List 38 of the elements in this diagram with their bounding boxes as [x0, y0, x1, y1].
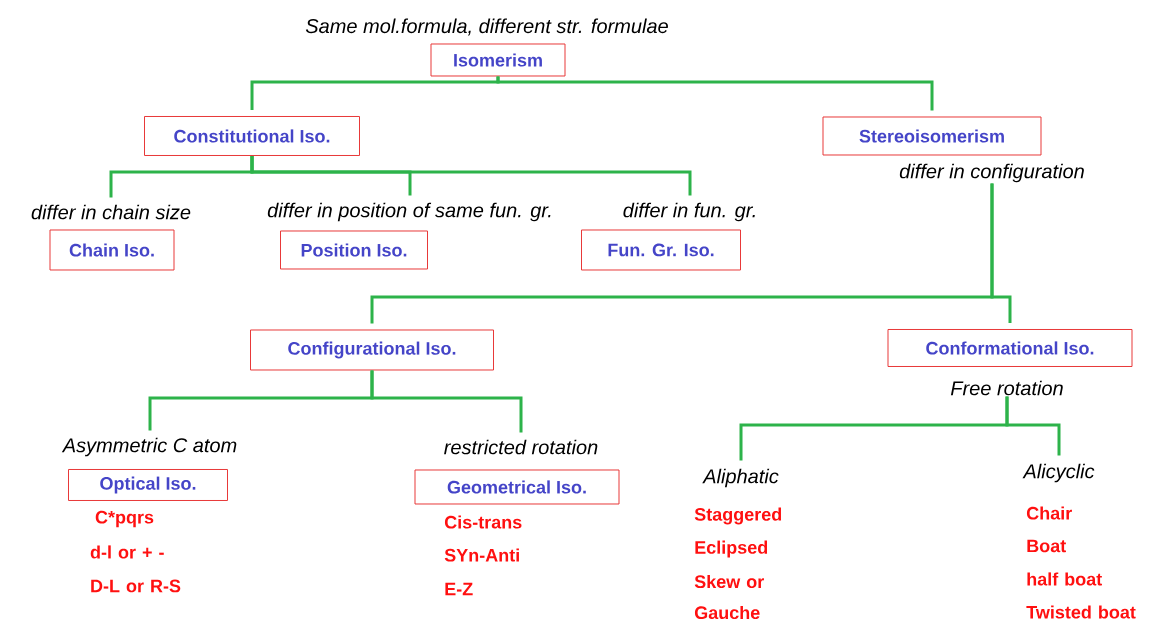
list-item: d-l or + - — [90, 545, 164, 559]
category-box: Optical Iso. — [68, 469, 228, 501]
tree-connector — [496, 76, 934, 111]
category-box: Position Iso. — [280, 230, 428, 270]
list-item: Chair — [1026, 506, 1072, 520]
list-item: half boat — [1027, 572, 1102, 586]
list-item: E-Z — [445, 582, 473, 596]
category-box: Geometrical Iso. — [414, 469, 620, 505]
category-box: Conformational Iso. — [887, 329, 1133, 367]
category-label: Aliphatic — [702, 468, 779, 488]
list-item: Twisted boat — [1026, 605, 1136, 619]
caption-text: differ in position of same fun. gr. — [267, 202, 551, 222]
caption-text: Asymmetric C atom — [61, 437, 237, 457]
list-item: Cis-trans — [444, 515, 522, 529]
category-box: Isomerism — [430, 43, 566, 77]
category-box: Chain Iso. — [49, 229, 175, 271]
tree-connector — [250, 156, 692, 196]
category-box: Stereoisomerism — [822, 116, 1042, 156]
category-label: Alicyclic — [1022, 463, 1095, 483]
tree-connector — [1005, 396, 1061, 456]
category-box: Constitutional Iso. — [144, 116, 360, 156]
list-item: D-L or R-S — [91, 579, 181, 593]
tree-connector — [990, 183, 1012, 323]
caption-text: differ in configuration — [899, 163, 1084, 183]
tree-connector — [370, 370, 523, 433]
caption-text: restricted rotation — [444, 439, 598, 455]
category-box: Configurational Iso. — [250, 329, 494, 371]
caption-text: differ in fun. gr. — [623, 202, 755, 222]
category-box: Fun. Gr. Iso. — [581, 229, 741, 271]
list-item: C*pqrs — [95, 510, 154, 528]
caption-text: Free rotation — [950, 380, 1063, 396]
list-item: SYn-Anti — [444, 548, 519, 562]
list-item: Boat — [1027, 539, 1066, 553]
list-item: Skew or Gauche — [694, 574, 764, 620]
list-item: Eclipsed — [695, 540, 768, 558]
caption-text: Same mol.formula, different str. formulae — [305, 18, 668, 36]
list-item: Staggered — [694, 507, 782, 525]
caption-text: differ in chain size — [31, 204, 191, 220]
